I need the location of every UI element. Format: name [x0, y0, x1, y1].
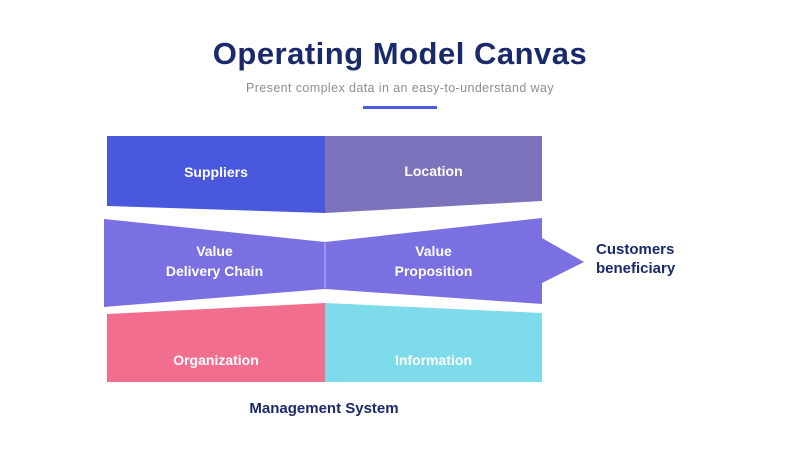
management-system-label: Management System: [249, 400, 399, 417]
value-delivery-chain-shape: [104, 219, 325, 307]
customers-beneficiary-label: Customers beneficiary: [596, 241, 676, 277]
subtitle-underline: [363, 106, 437, 109]
slide-header: Operating Model Canvas Present complex d…: [0, 0, 800, 109]
suppliers-shape: [107, 136, 325, 213]
value-proposition-arrow-shape: [325, 218, 584, 304]
organization-shape: [107, 303, 325, 382]
information-shape: [325, 303, 542, 382]
page-title: Operating Model Canvas: [212, 36, 588, 71]
page-subtitle: Present complex data in an easy-to-under…: [246, 81, 554, 95]
location-shape: [325, 136, 542, 213]
